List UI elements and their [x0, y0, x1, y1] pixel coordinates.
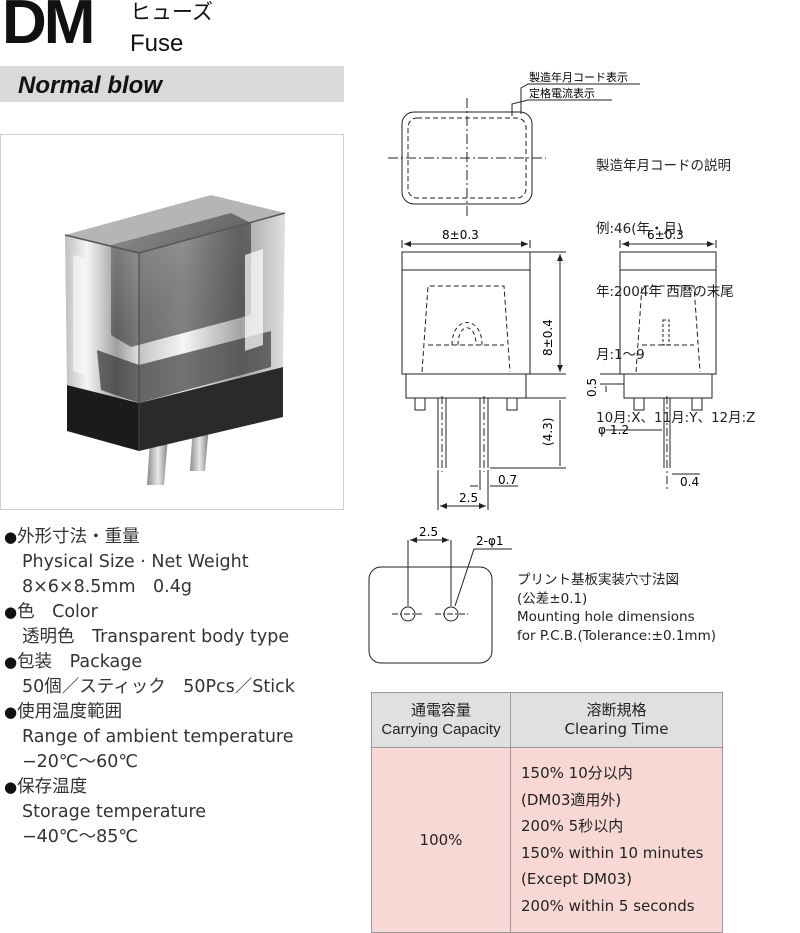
spec-storage-line-2: −40℃～85℃	[22, 827, 139, 847]
dim-pitch: 2.5	[459, 491, 478, 505]
pcb-pitch: 2.5	[419, 525, 438, 539]
subtitle-band: Normal blow	[0, 66, 344, 102]
spec-package-line-1: 50個／スティック 50Pcs／Stick	[22, 677, 295, 697]
spec-ambient-line-2: −20℃～60℃	[22, 752, 139, 772]
spec-storage-heading: ●保存温度	[4, 777, 88, 797]
spec-size-line-2: 8×6×8.5mm 0.4g	[22, 577, 192, 597]
clearing-values: 150% 10分以内 (DM03適用外) 200% 5秒以内 150% with…	[510, 747, 723, 933]
spec-ambient-heading: ●使用温度範囲	[4, 702, 123, 722]
dim-depth: 6±0.3	[647, 228, 684, 242]
title-english: Fuse	[130, 30, 184, 57]
date-code-notes: 製造年月コードの説明 例:46(年・月) 年:2004年 西暦の末尾 月:1～9…	[596, 158, 756, 426]
pcb-hole: 2-φ1	[476, 534, 504, 548]
title-japanese: ヒューズ	[130, 0, 213, 24]
dim-width: 8±0.3	[442, 228, 479, 242]
spec-storage-line-1: Storage temperature	[22, 802, 207, 822]
dim-lead-d: 1.2	[610, 423, 629, 437]
spec-size-heading: ●外形寸法・重量	[4, 527, 140, 547]
pcb-notes: プリント基板実装穴寸法図 (公差±0.1) Mounting hole dime…	[517, 572, 716, 644]
spec-package-heading: ●包装 Package	[4, 652, 143, 672]
product-photo	[0, 134, 344, 510]
capacity-value: 100%	[371, 747, 511, 933]
pcb-outline	[368, 566, 493, 664]
dimension-drawing: 製造年月コード表示 定格電流表示 8±0.3 6±0.3 8±0.4 (4.3)…	[368, 70, 717, 664]
spec-color-line-1: 透明色 Transparent body type	[22, 627, 290, 647]
spec-ambient-line-1: Range of ambient temperature	[22, 727, 294, 747]
subtitle: Normal blow	[18, 72, 163, 99]
dim-lead-length: (4.3)	[541, 418, 555, 446]
dim-height: 8±0.4	[541, 319, 555, 356]
dim-gap: 0.5	[585, 378, 599, 397]
fuse-photo-illustration	[64, 195, 286, 485]
spec-size-line-1: Physical Size · Net Weight	[22, 552, 249, 572]
marking-label-2: 定格電流表示	[529, 86, 595, 100]
dim-lead-diameter: φ	[598, 423, 606, 437]
dim-lead-thickness: 0.4	[680, 475, 699, 489]
model-name: DM	[2, 0, 95, 57]
spec-color-heading: ●色 Color	[4, 602, 98, 622]
dim-lead-width: 0.7	[498, 473, 517, 487]
marking-label-1: 製造年月コード表示	[529, 70, 628, 84]
